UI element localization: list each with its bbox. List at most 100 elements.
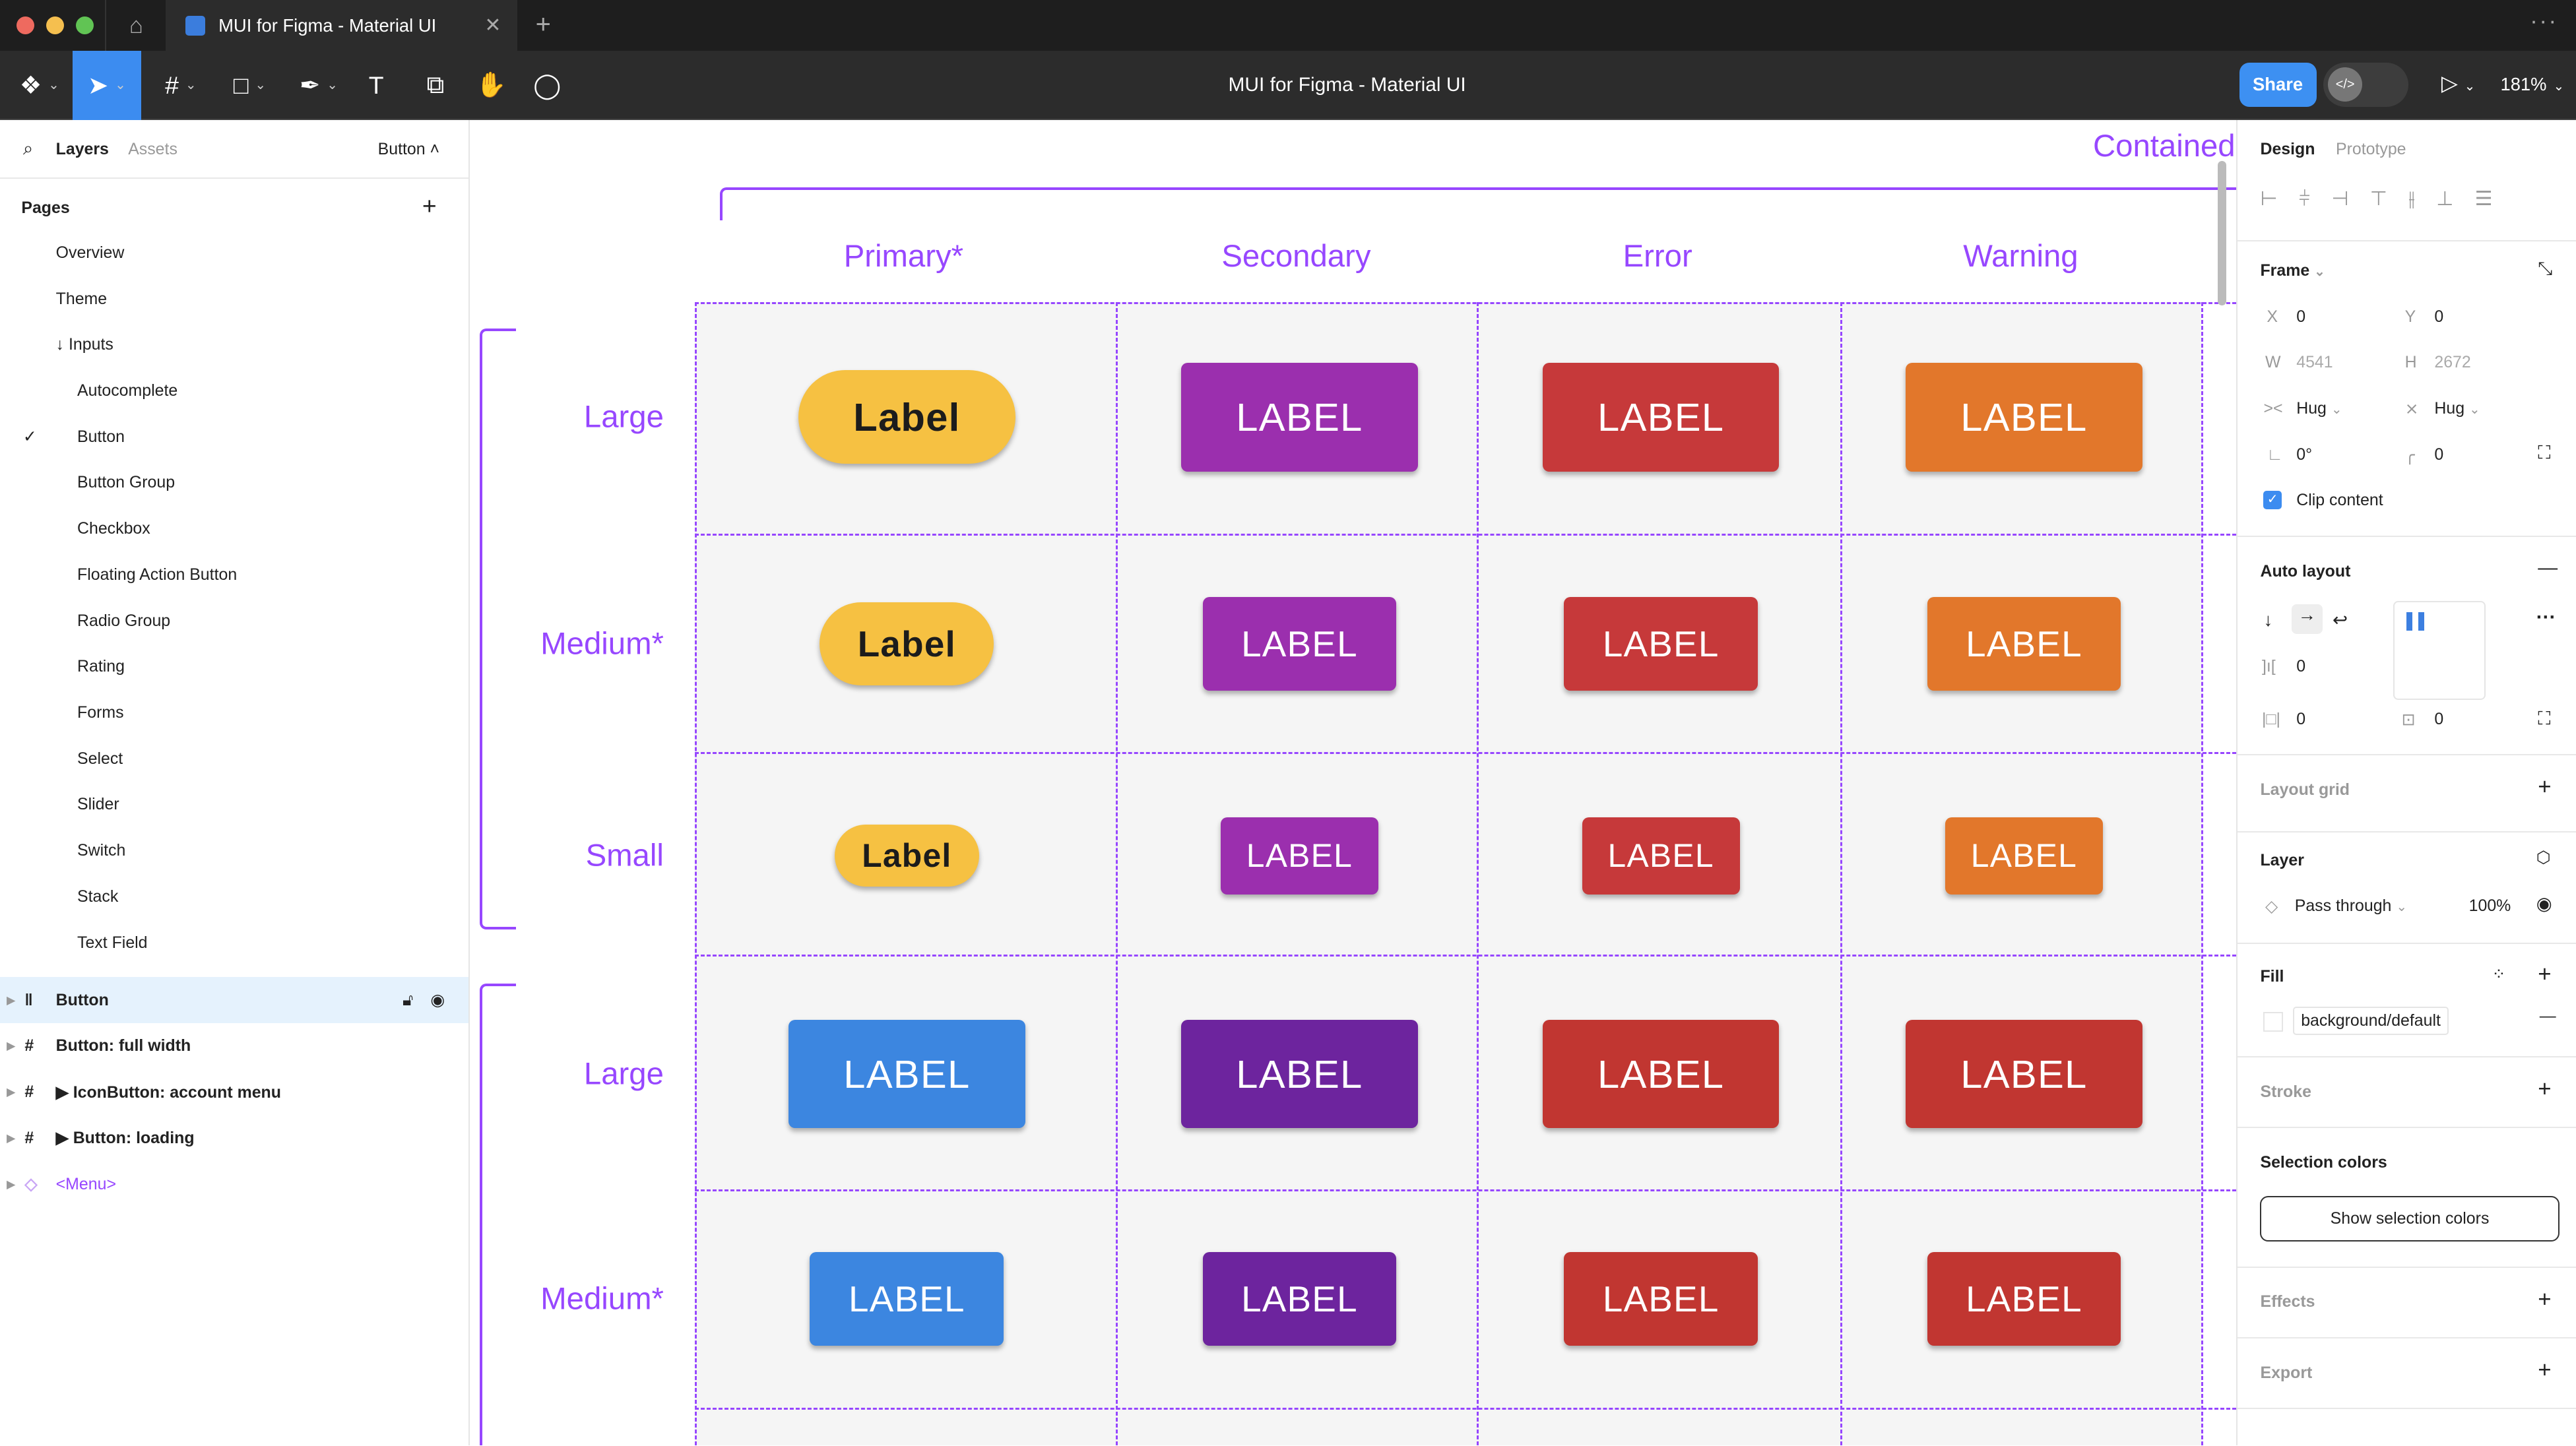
page-item[interactable]: Rating xyxy=(0,644,468,690)
expand-arrow-icon[interactable]: ▶ xyxy=(6,993,16,1007)
page-item[interactable]: Stack xyxy=(0,874,468,920)
page-item[interactable]: Overview xyxy=(0,230,468,276)
shape-tool-button[interactable]: □⌄ xyxy=(220,51,280,120)
sample-button-warning[interactable]: LABEL xyxy=(1906,363,2142,472)
sample-button-error[interactable]: LABEL xyxy=(1542,363,1780,472)
fill-style-label[interactable]: background/default xyxy=(2293,1007,2449,1036)
gap-input[interactable]: 0 xyxy=(2296,656,2306,676)
y-input[interactable]: 0 xyxy=(2434,307,2444,326)
add-effect-icon[interactable]: + xyxy=(2538,1286,2552,1312)
sample-button-warning[interactable]: LABEL xyxy=(1906,1020,2142,1129)
horizontal-direction-icon[interactable]: → xyxy=(2291,604,2323,635)
layer-row[interactable]: ▶#▶ Button: loading xyxy=(0,1116,468,1162)
individual-padding-icon[interactable]: ⛶ xyxy=(2538,708,2551,729)
page-item[interactable]: ✓Button xyxy=(0,414,468,460)
minimize-window-button[interactable] xyxy=(46,16,65,35)
page-item[interactable]: Text Field xyxy=(0,920,468,966)
page-item[interactable]: Switch xyxy=(0,828,468,874)
page-item[interactable]: Autocomplete xyxy=(0,368,468,414)
corner-radius-input[interactable]: 0 xyxy=(2434,445,2444,464)
main-menu-button[interactable]: ❖⌄ xyxy=(10,51,69,120)
add-stroke-icon[interactable]: + xyxy=(2538,1075,2552,1102)
vertical-direction-icon[interactable]: ↓ xyxy=(2263,609,2273,630)
share-button[interactable]: Share xyxy=(2239,62,2317,107)
more-icon[interactable]: ··· xyxy=(2530,8,2558,34)
sample-button-error[interactable]: LABEL xyxy=(1564,597,1758,691)
pen-tool-button[interactable]: ✒⌄ xyxy=(289,51,348,120)
vertical-padding-input[interactable]: 0 xyxy=(2434,709,2444,728)
page-item[interactable]: ↓ Inputs xyxy=(0,322,468,368)
page-item[interactable]: Forms xyxy=(0,690,468,736)
more-options-icon[interactable]: ··· xyxy=(2536,606,2556,628)
variable-modes-icon[interactable]: ⬡ xyxy=(2536,848,2551,867)
tab-prototype[interactable]: Prototype xyxy=(2335,139,2406,158)
new-tab-icon[interactable]: + xyxy=(535,9,551,39)
sample-button-secondary[interactable]: LABEL xyxy=(1202,597,1397,691)
text-tool-button[interactable]: T xyxy=(358,51,395,120)
page-item[interactable]: Theme xyxy=(0,276,468,322)
add-fill-icon[interactable]: + xyxy=(2538,960,2552,987)
sample-button-error[interactable]: LABEL xyxy=(1542,1020,1780,1129)
maximize-window-button[interactable] xyxy=(75,16,94,35)
sample-button-warning[interactable]: LABEL xyxy=(1927,1252,2121,1346)
page-item[interactable]: Floating Action Button xyxy=(0,552,468,598)
eye-icon[interactable]: ◉ xyxy=(2536,893,2552,914)
eye-icon[interactable]: ◉ xyxy=(430,991,445,1010)
sample-button-warning[interactable]: LABEL xyxy=(1927,597,2121,691)
sample-button-error[interactable]: LABEL xyxy=(1564,1252,1758,1346)
layer-row[interactable]: ▶◇<Menu> xyxy=(0,1161,468,1207)
present-button[interactable]: ▷⌄ xyxy=(2441,71,2476,96)
close-tab-icon[interactable]: ✕ xyxy=(484,15,501,37)
sample-button-primary[interactable]: LABEL xyxy=(810,1252,1004,1346)
horizontal-padding-input[interactable]: 0 xyxy=(2296,709,2306,728)
expand-arrow-icon[interactable]: ▶ xyxy=(6,1177,16,1191)
layer-row[interactable]: ▶#Button: full width xyxy=(0,1023,468,1069)
comment-tool-button[interactable]: ◯ xyxy=(529,51,565,120)
frame-title[interactable]: Contained xyxy=(2092,129,2236,164)
sample-button-primary[interactable]: Label xyxy=(798,370,1015,464)
rotation-input[interactable]: 0° xyxy=(2296,445,2313,464)
move-tool-button[interactable]: ➤⌄ xyxy=(72,51,142,120)
canvas-scrollbar[interactable] xyxy=(2218,160,2226,306)
remove-fill-icon[interactable]: — xyxy=(2539,1007,2556,1026)
style-icon[interactable]: ⁘ xyxy=(2492,964,2506,984)
clip-content-checkbox[interactable]: ✓ xyxy=(2263,491,2282,509)
expand-arrow-icon[interactable]: ▶ xyxy=(6,1039,16,1053)
frame-tool-button[interactable]: #⌄ xyxy=(151,51,210,120)
blend-mode-dropdown[interactable]: Pass through ⌄ xyxy=(2295,896,2407,916)
wrap-icon[interactable]: ↩ xyxy=(2333,609,2348,630)
page-item[interactable]: Select xyxy=(0,736,468,782)
page-item[interactable]: Checkbox xyxy=(0,506,468,552)
fill-swatch[interactable] xyxy=(2263,1011,2284,1032)
sample-button-secondary[interactable]: LABEL xyxy=(1220,817,1378,895)
hand-tool-button[interactable]: ✋ xyxy=(473,51,509,120)
home-icon[interactable]: ⌂ xyxy=(105,0,166,51)
page-selector[interactable]: Button ˄ xyxy=(378,140,439,159)
sample-button-warning[interactable]: LABEL xyxy=(1945,817,2103,895)
alignment-grid[interactable] xyxy=(2393,601,2486,700)
close-window-button[interactable] xyxy=(16,16,35,35)
expand-arrow-icon[interactable]: ▶ xyxy=(6,1085,16,1099)
width-mode-dropdown[interactable]: Hug ⌄ xyxy=(2296,399,2342,418)
layer-row[interactable]: ▶#▶ IconButton: account menu xyxy=(0,1069,468,1116)
sample-button-secondary[interactable]: LABEL xyxy=(1181,363,1418,472)
sample-button-secondary[interactable]: LABEL xyxy=(1181,1020,1418,1129)
opacity-input[interactable]: 100% xyxy=(2468,896,2511,916)
resize-to-fit-icon[interactable]: ⤡ xyxy=(2538,257,2553,278)
sample-button-primary[interactable]: Label xyxy=(820,602,994,686)
x-input[interactable]: 0 xyxy=(2296,307,2306,326)
alignment-tools[interactable]: ⊢⫩⊣⊤⫲⊥☰ xyxy=(2260,187,2514,210)
remove-auto-layout-icon[interactable]: — xyxy=(2538,557,2558,579)
page-item[interactable]: Radio Group xyxy=(0,598,468,644)
independent-corners-icon[interactable]: ⛶ xyxy=(2538,441,2551,462)
sample-button-primary[interactable]: Label xyxy=(834,824,979,887)
resources-button[interactable]: ⧉ xyxy=(417,51,453,120)
tab-assets[interactable]: Assets xyxy=(128,139,177,158)
add-layout-grid-icon[interactable]: + xyxy=(2538,773,2552,800)
show-selection-colors-button[interactable]: Show selection colors xyxy=(2260,1195,2560,1242)
tab-design[interactable]: Design xyxy=(2260,139,2315,158)
search-icon[interactable]: ⌕ xyxy=(22,138,34,159)
height-input[interactable]: 2672 xyxy=(2434,353,2471,372)
sample-button-secondary[interactable]: LABEL xyxy=(1202,1252,1397,1346)
